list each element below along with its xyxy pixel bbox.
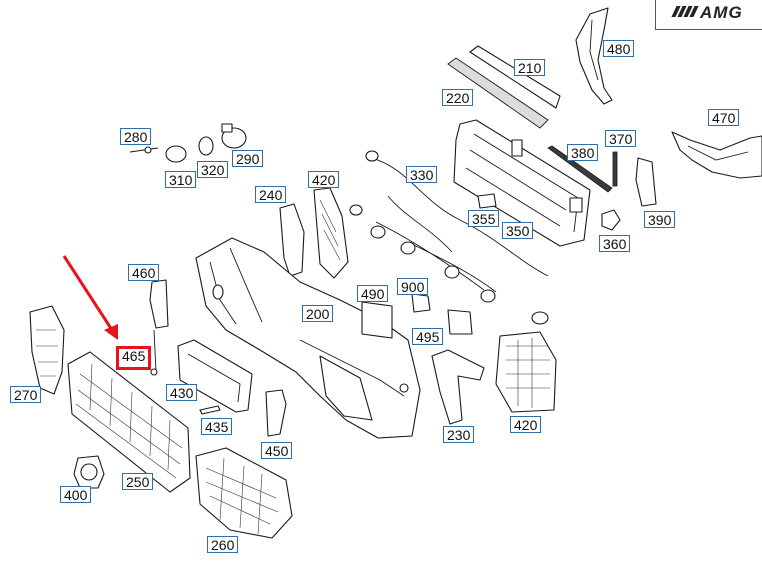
label-370[interactable]: 370	[605, 130, 637, 147]
label-380[interactable]: 380	[567, 144, 599, 161]
part-290-sensor	[221, 127, 247, 149]
part-360-clip	[601, 209, 621, 231]
part-270-side-bracket	[29, 305, 65, 395]
part-280-pin	[129, 147, 159, 153]
label-355[interactable]: 355	[468, 210, 500, 227]
label-430[interactable]: 430	[166, 384, 198, 401]
part-230-panel	[431, 349, 485, 425]
highlight-arrowhead	[104, 324, 118, 340]
part-320-ring	[198, 136, 214, 156]
label-290[interactable]: 290	[232, 150, 264, 167]
part-450-bracket	[265, 389, 287, 437]
label-435[interactable]: 435	[201, 418, 233, 435]
part-220-strip	[447, 57, 549, 129]
label-420-upper[interactable]: 420	[308, 171, 340, 188]
label-350[interactable]: 350	[502, 222, 534, 239]
part-430-frame	[177, 339, 253, 413]
part-310-cap	[165, 145, 187, 163]
part-420-insert-lower	[495, 331, 557, 413]
part-420-insert-upper	[313, 187, 349, 279]
label-210[interactable]: 210	[514, 59, 546, 76]
label-310[interactable]: 310	[165, 171, 197, 188]
part-240-bracket	[279, 203, 305, 277]
part-460-bracket	[149, 279, 169, 329]
label-230[interactable]: 230	[443, 426, 475, 443]
label-220[interactable]: 220	[442, 89, 474, 106]
part-470-trim	[671, 131, 762, 179]
label-460[interactable]: 460	[128, 264, 160, 281]
label-495[interactable]: 495	[412, 328, 444, 345]
label-450[interactable]: 450	[261, 442, 293, 459]
amg-logo: AMG	[655, 0, 762, 30]
part-435-screw	[199, 405, 221, 415]
label-330[interactable]: 330	[406, 166, 438, 183]
part-490-module	[361, 301, 393, 339]
label-465-highlighted[interactable]: 465	[116, 346, 152, 370]
label-280[interactable]: 280	[120, 128, 152, 145]
part-330-harness	[371, 157, 549, 293]
label-200[interactable]: 200	[302, 305, 334, 322]
part-495-sensor	[447, 309, 473, 335]
part-carrier-post	[511, 139, 523, 157]
label-480[interactable]: 480	[603, 40, 635, 57]
label-270[interactable]: 270	[10, 386, 42, 403]
part-380-seal	[547, 145, 613, 193]
amg-logo-text: AMG	[700, 3, 743, 22]
label-260[interactable]: 260	[207, 536, 239, 553]
part-210-strip	[469, 45, 561, 109]
part-480-bracket	[575, 7, 613, 105]
part-250-grille	[67, 351, 191, 493]
part-900-clip	[411, 293, 431, 313]
part-465-screw	[153, 329, 157, 373]
label-250[interactable]: 250	[122, 473, 154, 490]
label-490[interactable]: 490	[357, 285, 389, 302]
part-200-bumper	[195, 237, 421, 439]
label-900[interactable]: 900	[397, 278, 429, 295]
label-400[interactable]: 400	[60, 486, 92, 503]
label-420-lower[interactable]: 420	[510, 416, 542, 433]
label-360[interactable]: 360	[599, 235, 631, 252]
highlight-arrow	[62, 255, 114, 331]
part-260-lower-grille	[195, 447, 293, 539]
label-390[interactable]: 390	[644, 211, 676, 228]
part-390-bracket	[635, 157, 657, 207]
part-370-pin	[612, 151, 618, 187]
label-470[interactable]: 470	[708, 109, 740, 126]
label-320[interactable]: 320	[197, 161, 229, 178]
label-240[interactable]: 240	[255, 186, 287, 203]
part-355-clip	[477, 193, 497, 209]
